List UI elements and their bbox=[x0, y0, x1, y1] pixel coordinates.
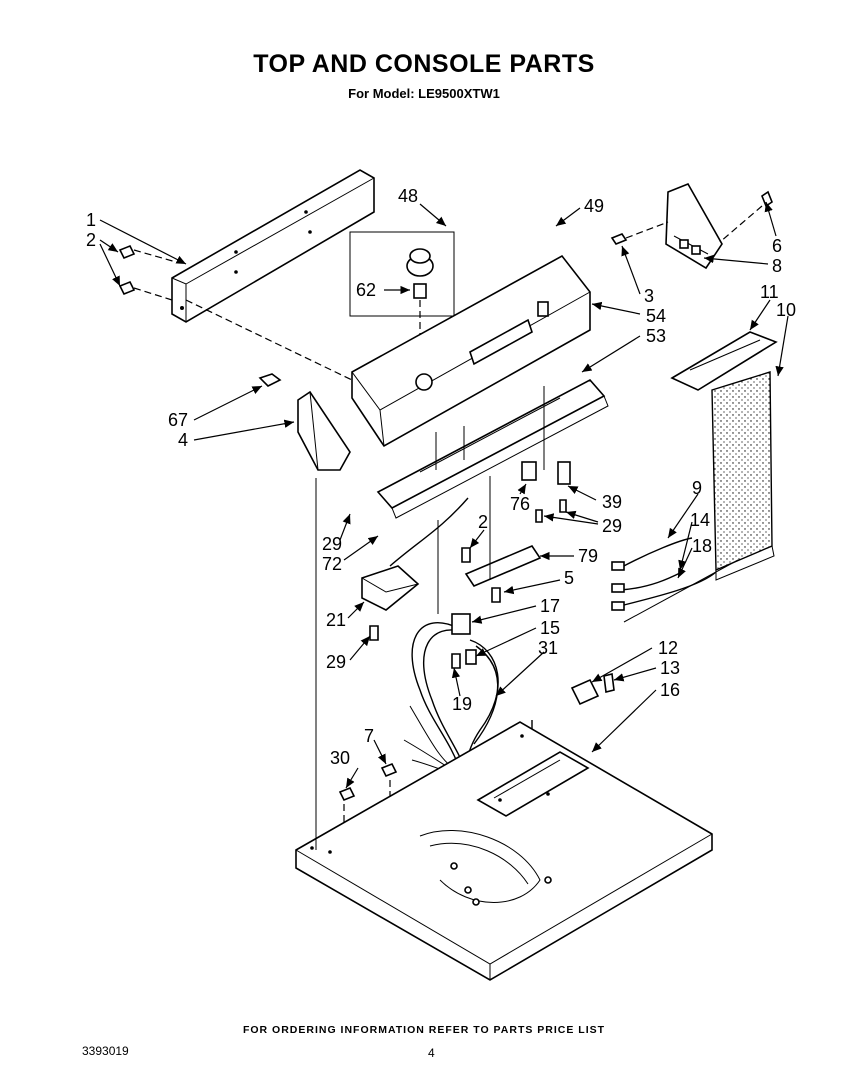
callout-label: 5 bbox=[564, 568, 574, 588]
callout-label: 31 bbox=[538, 638, 558, 658]
console-support-part bbox=[376, 378, 609, 519]
console-panel-part bbox=[351, 254, 591, 448]
end-bracket-part bbox=[610, 182, 773, 270]
screw-part bbox=[118, 244, 353, 381]
model-subtitle: For Model: LE9500XTW1 bbox=[348, 86, 500, 101]
callout-labels: 1 2 48 62 49 6 8 3 11 10 54 53 67 4 76 3… bbox=[86, 186, 796, 768]
callout-label: 53 bbox=[646, 326, 666, 346]
callout-label: 39 bbox=[602, 492, 622, 512]
callout-label: 29 bbox=[326, 652, 346, 672]
top-cabinet-part bbox=[295, 721, 713, 981]
rear-bracket-part bbox=[171, 169, 375, 323]
timer-part bbox=[361, 497, 469, 641]
circuit-board-part bbox=[670, 331, 778, 581]
callout-label: 4 bbox=[178, 430, 188, 450]
callout-label: 18 bbox=[692, 536, 712, 556]
callout-label: 14 bbox=[690, 510, 710, 530]
callout-label: 76 bbox=[510, 494, 530, 514]
callout-label: 1 bbox=[86, 210, 96, 230]
knob-assembly-part bbox=[349, 231, 455, 380]
callout-label: 17 bbox=[540, 596, 560, 616]
callout-label: 67 bbox=[168, 410, 188, 430]
switch-part bbox=[521, 461, 571, 523]
callout-label: 2 bbox=[86, 230, 96, 250]
callout-label: 21 bbox=[326, 610, 346, 630]
control-module-part bbox=[461, 545, 542, 603]
ordering-note: FOR ORDERING INFORMATION REFER TO PARTS … bbox=[242, 1024, 606, 1036]
end-cap-part bbox=[258, 373, 351, 471]
callout-label: 30 bbox=[330, 748, 350, 768]
page-number: 4 bbox=[428, 1046, 435, 1060]
callout-label: 29 bbox=[322, 534, 342, 554]
diagram-title: TOP AND CONSOLE PARTS bbox=[253, 50, 595, 78]
assembly-guide-lines bbox=[315, 386, 739, 850]
callout-label: 54 bbox=[646, 306, 666, 326]
callout-label: 29 bbox=[602, 516, 622, 536]
callout-label: 13 bbox=[660, 658, 680, 678]
callout-label: 48 bbox=[398, 186, 418, 206]
callout-label: 8 bbox=[772, 256, 782, 276]
callout-label: 6 bbox=[772, 236, 782, 256]
callout-label: 15 bbox=[540, 618, 560, 638]
callout-label: 79 bbox=[578, 546, 598, 566]
callout-label: 16 bbox=[660, 680, 680, 700]
callout-label: 11 bbox=[760, 282, 779, 302]
callout-label: 2 bbox=[478, 512, 488, 532]
callout-label: 19 bbox=[452, 694, 472, 714]
callout-label: 12 bbox=[658, 638, 678, 658]
callout-label: 10 bbox=[776, 300, 796, 320]
callout-label: 7 bbox=[364, 726, 374, 746]
callout-label: 72 bbox=[322, 554, 342, 574]
callout-label: 49 bbox=[584, 196, 604, 216]
callout-label: 9 bbox=[692, 478, 702, 498]
document-number: 3393019 bbox=[82, 1044, 129, 1058]
leader-lines bbox=[99, 201, 789, 789]
callout-label: 3 bbox=[644, 286, 654, 306]
callout-label: 62 bbox=[356, 280, 376, 300]
